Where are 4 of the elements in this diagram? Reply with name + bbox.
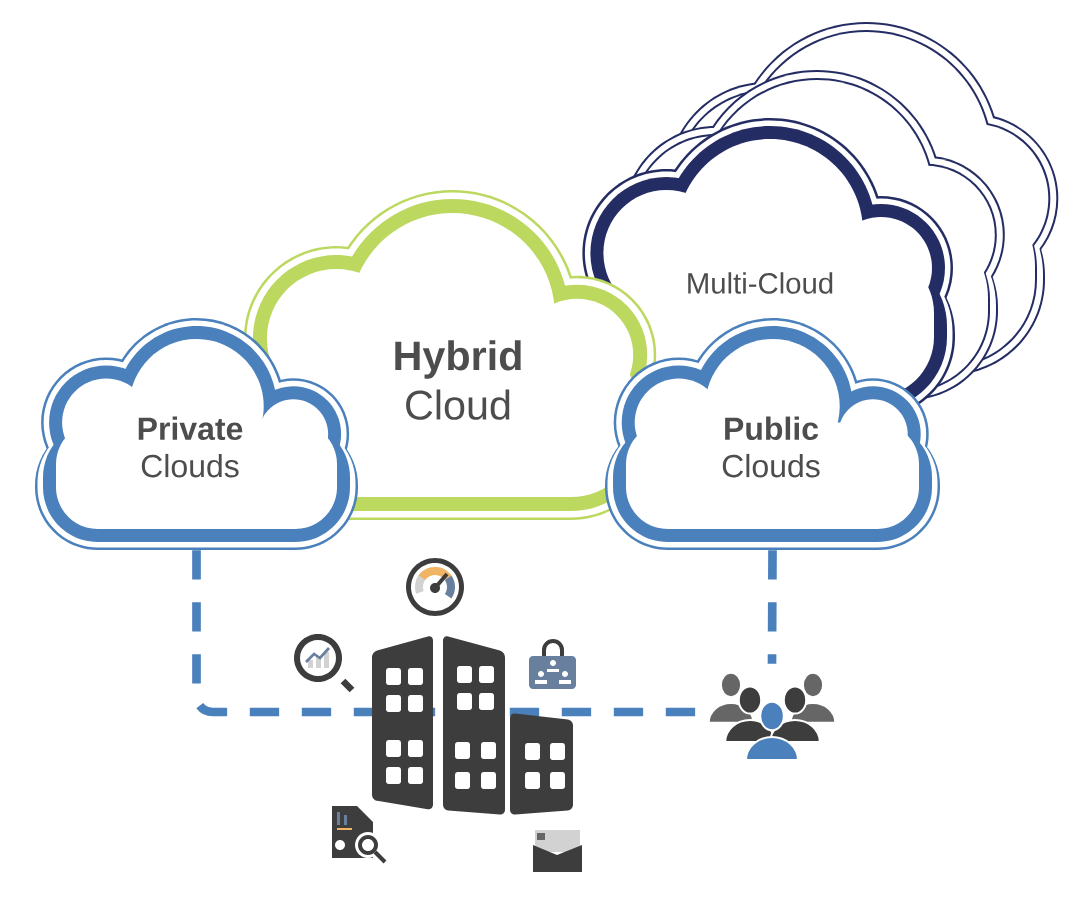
cloud: Public Clouds	[605, 318, 940, 550]
cloud: Private Clouds	[35, 318, 358, 550]
dashed-connector	[767, 550, 777, 664]
people-icon	[707, 671, 837, 762]
